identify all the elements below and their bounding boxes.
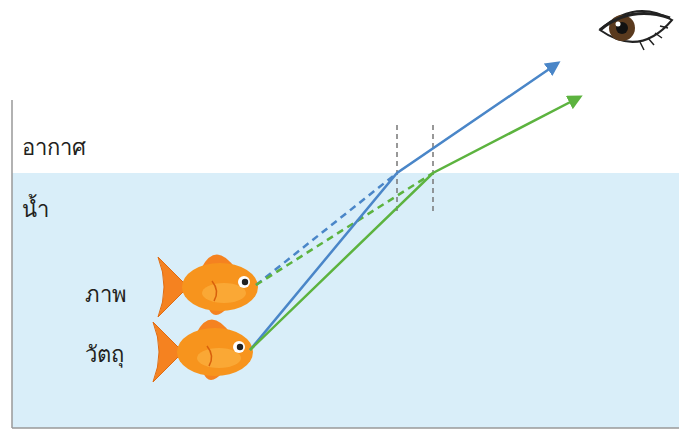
virtual-ray	[256, 173, 433, 285]
light-ray	[250, 97, 580, 350]
normal-line	[432, 125, 434, 215]
region-label: ภาพ	[85, 281, 127, 310]
region-label: วัตถุ	[85, 341, 124, 370]
tank-wall	[11, 100, 13, 428]
normal-line	[396, 125, 398, 215]
tank-floor	[12, 427, 679, 429]
eye-icon	[600, 11, 672, 50]
region-label: อากาศ	[22, 134, 86, 163]
water	[12, 173, 679, 428]
object-fish	[153, 319, 253, 382]
image-fish	[158, 254, 258, 317]
region-label: น้ำ	[22, 196, 49, 225]
